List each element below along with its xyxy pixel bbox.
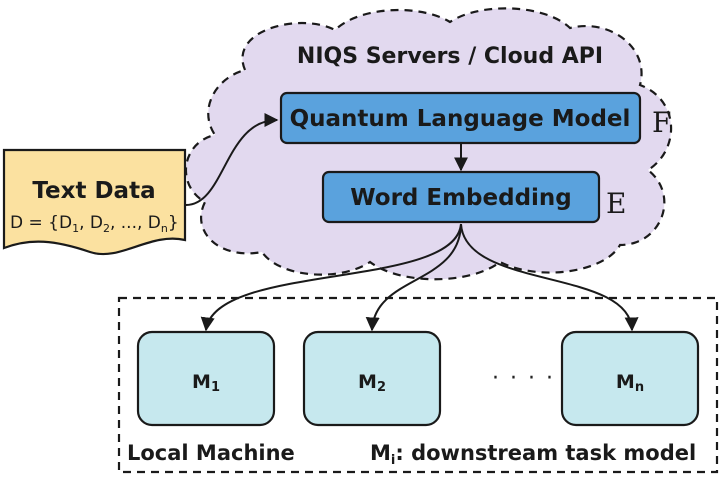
text-data-title: Text Data [32,178,155,204]
cloud-title: NIQS Servers / Cloud API [297,44,603,69]
embedding-to-mn-arrow [460,223,639,332]
local-machine-container [117,296,719,474]
quantum-language-model-label: Quantum Language Model [290,106,631,132]
word-embedding-label: Word Embedding [350,185,572,211]
embedding-symbol-e: E [606,187,626,220]
word-embedding-box [321,170,601,224]
downstream-task-label: Mi: downstream task model [370,441,696,468]
quantum-language-model-box [279,91,642,145]
text-data-to-model-arrow [185,113,279,206]
machine-m1-box [136,330,276,427]
embedding-to-m1-arrow [200,223,462,332]
model-symbol-f: F [652,106,671,139]
embedding-to-m2-arrow [365,223,462,332]
machine-m1-label: M1 [192,371,220,395]
text-data-formula: D = {D1, D2, ..., Dn} [10,213,179,235]
machine-m2-box [302,330,442,427]
machine-m2-label: M2 [358,371,386,395]
machine-mn-label: Mn [616,371,644,395]
machine-mn-box [560,330,700,427]
text-data-document [2,148,187,256]
local-machine-label: Local Machine [127,441,295,465]
